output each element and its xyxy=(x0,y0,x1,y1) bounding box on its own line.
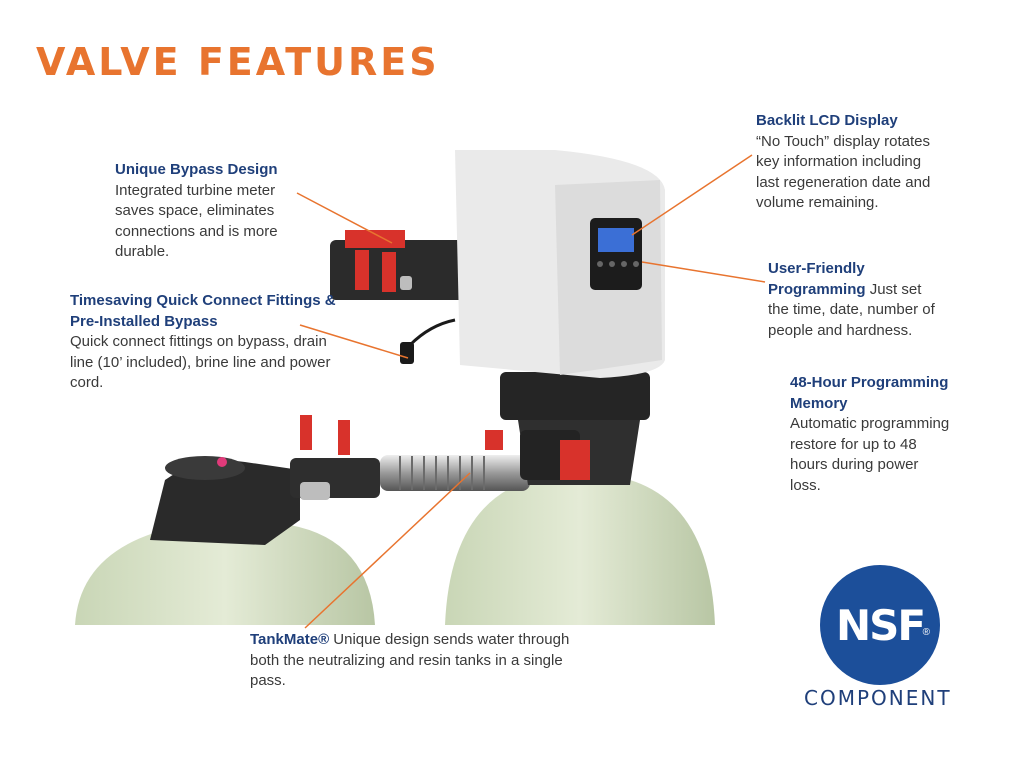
feature-heading: User-Friendly Programming xyxy=(768,260,866,298)
feature-body: Just set the time, date, number of peopl… xyxy=(768,280,935,339)
bypass-valve xyxy=(330,230,470,364)
tankmate-connector xyxy=(380,455,530,491)
feature-heading: Unique Bypass Design xyxy=(115,161,278,178)
feature-body: Unique design sends water through both t… xyxy=(250,631,570,689)
feature-quick-connect: Timesaving Quick Connect Fittings & Pre-… xyxy=(70,291,340,394)
component-label: COMPONENT xyxy=(804,686,952,710)
resin-tank xyxy=(445,480,715,625)
control-head xyxy=(455,150,665,378)
feature-heading: TankMate® xyxy=(250,631,330,648)
feature-heading: Timesaving Quick Connect Fittings & Pre-… xyxy=(70,292,336,330)
feature-body: Quick connect fittings on bypass, drain … xyxy=(70,333,331,391)
feature-heading: 48-Hour Programming Memory xyxy=(790,374,949,412)
feature-body: Integrated turbine meter saves space, el… xyxy=(115,181,278,261)
backlit-screen xyxy=(598,228,634,252)
feature-unique-bypass: Unique Bypass Design Integrated turbine … xyxy=(115,160,315,263)
neutralizing-tank xyxy=(75,525,375,625)
feature-programming: User-Friendly Programming Just set the t… xyxy=(768,259,943,341)
feature-heading: Backlit LCD Display xyxy=(756,112,898,129)
registered-mark: ® xyxy=(922,627,930,638)
feature-lcd-display: Backlit LCD Display “No Touch” display r… xyxy=(756,111,936,214)
feature-memory: 48-Hour Programming Memory Automatic pro… xyxy=(790,373,950,496)
feature-body: “No Touch” display rotates key informati… xyxy=(756,132,931,212)
valve-collar xyxy=(485,372,650,485)
page-title: VALVE FEATURES xyxy=(36,40,440,84)
callout-lines xyxy=(296,154,766,629)
tank-head xyxy=(150,415,380,545)
nsf-logo: NSF ® xyxy=(820,565,940,685)
feature-tankmate: TankMate® Unique design sends water thro… xyxy=(250,630,590,692)
feature-body: Automatic programming restore for up to … xyxy=(790,415,950,494)
nsf-logo-text: NSF xyxy=(835,600,926,650)
